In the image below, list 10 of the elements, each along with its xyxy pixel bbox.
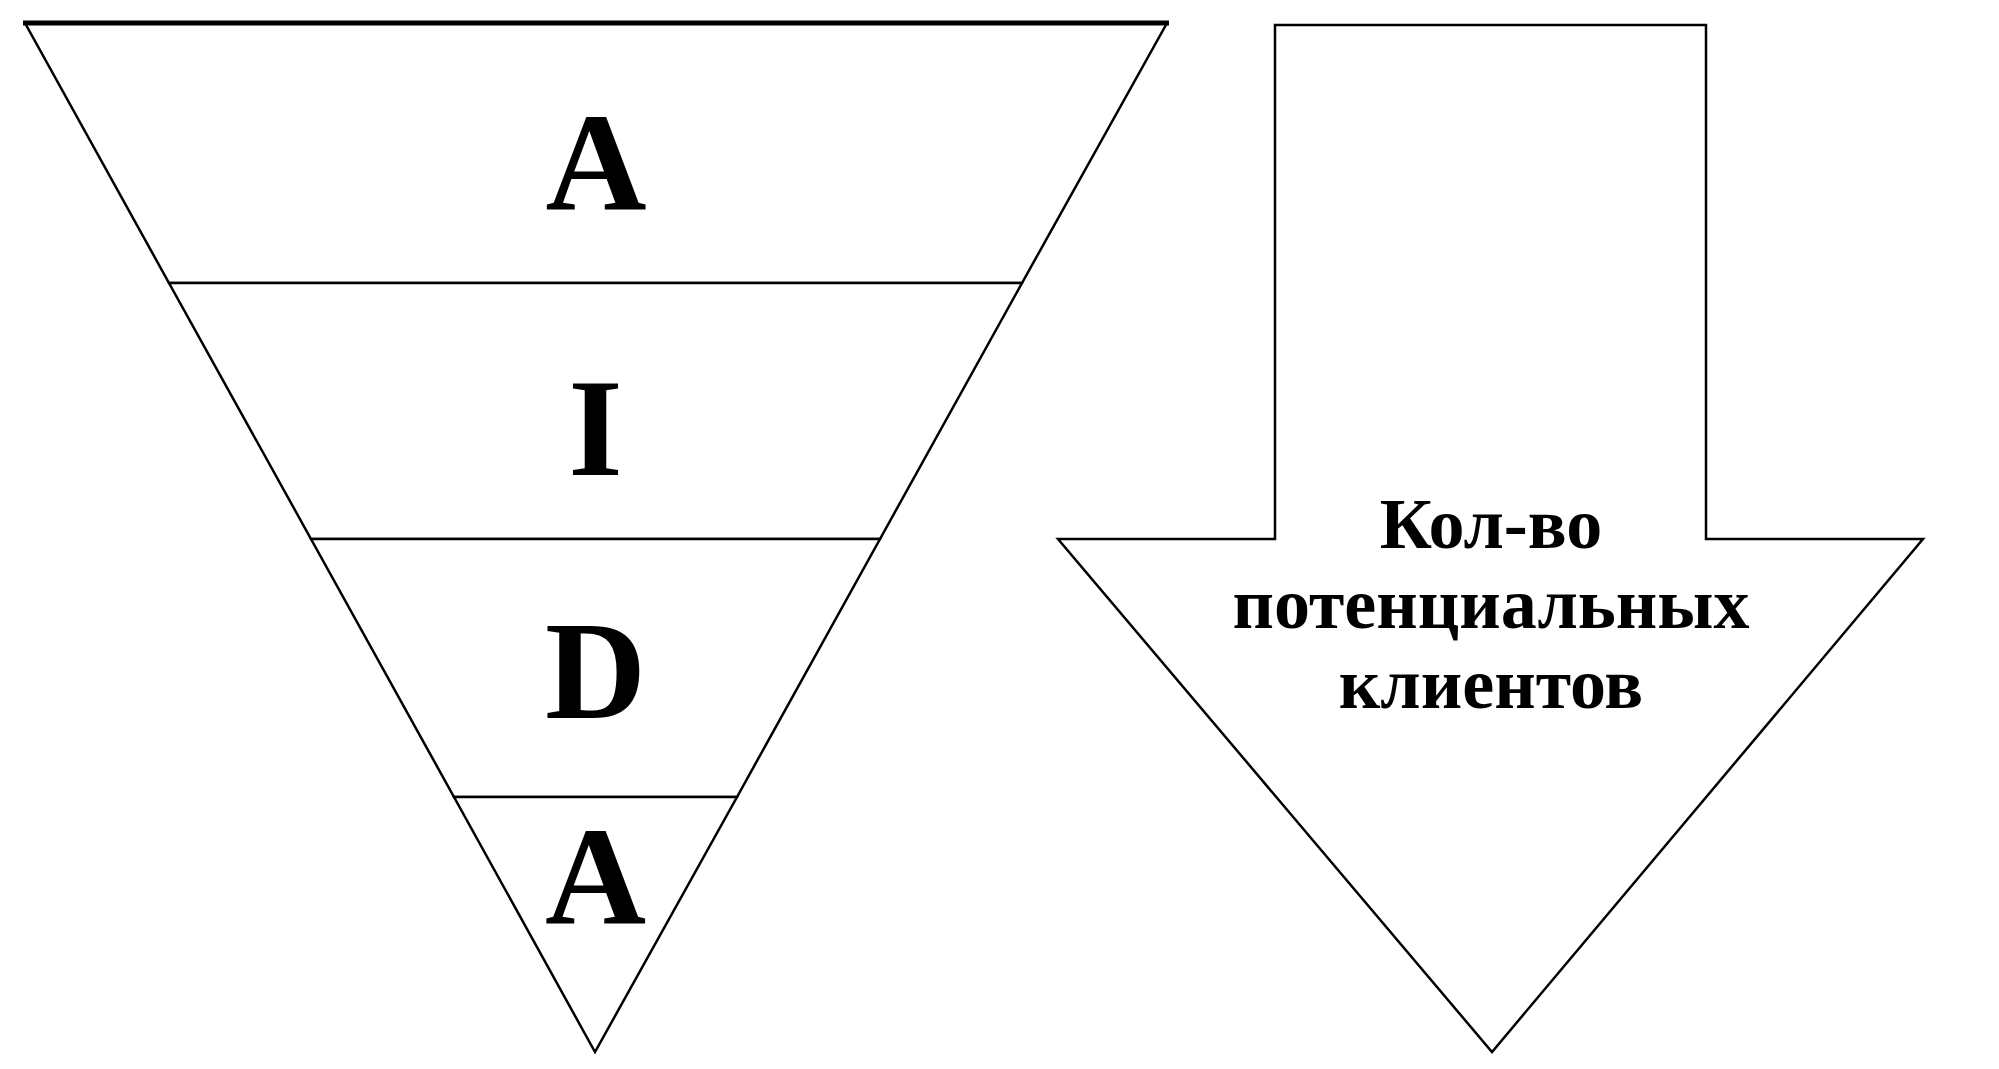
funnel-band: [25, 23, 1167, 283]
stage-letter: A: [544, 824, 647, 929]
stage-letter: I: [568, 375, 623, 480]
down-arrow: [1058, 25, 1923, 1052]
funnel-band: [311, 539, 880, 797]
arrow-label: Кол-во потенциальных клиентов: [1231, 484, 1751, 724]
stage-letter: A: [545, 110, 647, 215]
funnel-tip: [454, 797, 737, 1052]
funnel-band: [169, 283, 1022, 539]
stage-letter: D: [544, 618, 647, 723]
